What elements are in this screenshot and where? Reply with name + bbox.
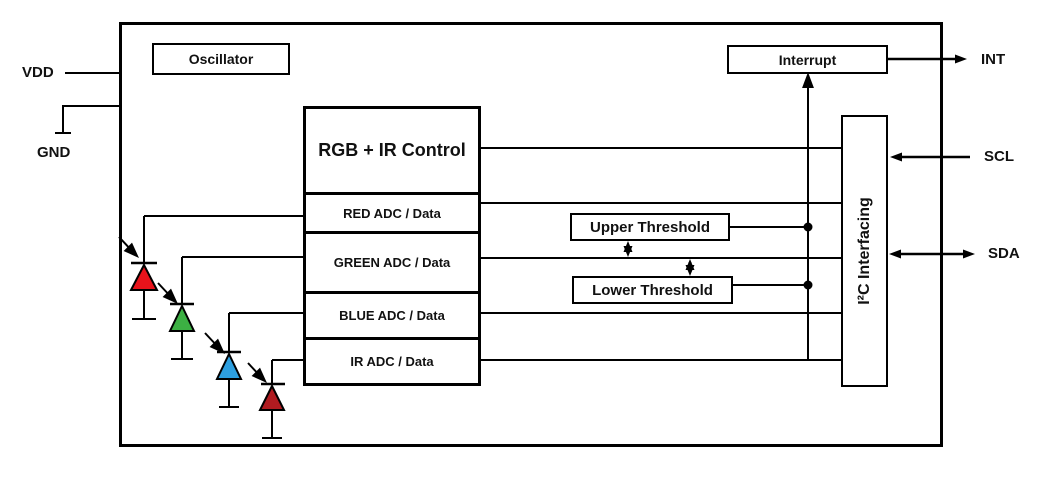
threshold-compare-arrow [685, 259, 695, 276]
ir-adc-row: IR ADC / Data [306, 337, 478, 383]
blue-adc-row: BLUE ADC / Data [306, 291, 478, 337]
blue-adc-label: BLUE ADC / Data [339, 308, 445, 323]
i2c-interfacing-label: I²C Interfacing [855, 197, 873, 305]
light-arrow-icon [204, 332, 226, 355]
ir-adc-label: IR ADC / Data [350, 354, 434, 369]
green-adc-row: GREEN ADC / Data [306, 231, 478, 291]
ir-photodiode [258, 359, 305, 439]
sda-arrow [889, 249, 975, 259]
light-arrow-icon [157, 282, 179, 305]
oscillator-label: Oscillator [188, 51, 254, 67]
sda-pin-label: SDA [988, 245, 1020, 262]
blue-photodiode [215, 312, 305, 408]
oscillator-block: Oscillator [152, 43, 290, 75]
gnd-lead-wire [55, 105, 120, 134]
int-arrow [888, 54, 967, 64]
green-adc-label: GREEN ADC / Data [333, 255, 451, 270]
interrupt-label: Interrupt [778, 51, 837, 68]
i2c-interfacing-block: I²C Interfacing [841, 115, 888, 387]
lower-threshold-block: Lower Threshold [572, 276, 733, 304]
light-arrow-icon [247, 362, 268, 384]
junction-dot [803, 222, 813, 232]
chip-boundary [119, 22, 943, 447]
green-photodiode [168, 256, 305, 360]
gnd-pin-label: GND [37, 144, 71, 161]
red-adc-label: RED ADC / Data [343, 205, 441, 221]
lower-threshold-wire [732, 280, 813, 290]
lower-threshold-label: Lower Threshold [592, 281, 713, 299]
light-arrow-icon [118, 236, 140, 259]
upper-threshold-block: Upper Threshold [570, 213, 730, 241]
red-photodiode [129, 215, 305, 320]
interrupt-feed-arrow [802, 72, 814, 360]
scl-pin-label: SCL [984, 148, 1014, 165]
int-pin-label: INT [981, 51, 1006, 68]
upper-threshold-wire [729, 222, 813, 232]
vdd-pin-label: VDD [22, 64, 54, 81]
rgb-ir-control-stack: RGB + IR Control RED ADC / Data GREEN AD… [303, 106, 481, 386]
scl-arrow [890, 152, 970, 162]
rgb-ir-control-label: RGB + IR Control [318, 140, 466, 160]
red-adc-row: RED ADC / Data [306, 192, 478, 231]
upper-threshold-label: Upper Threshold [589, 218, 710, 236]
interrupt-block: Interrupt [727, 45, 888, 74]
junction-dot [803, 280, 813, 290]
threshold-compare-arrow [623, 241, 633, 257]
rgb-ir-control-block: RGB + IR Control [306, 109, 478, 192]
